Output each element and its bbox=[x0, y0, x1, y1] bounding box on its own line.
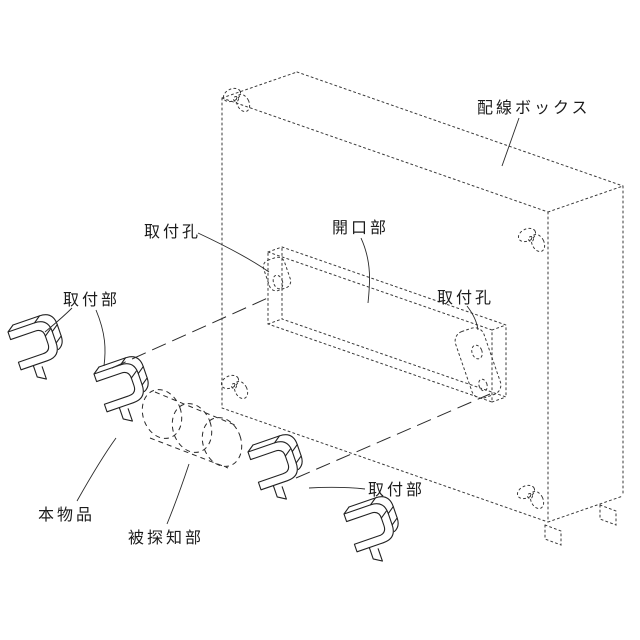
box-right-face bbox=[547, 185, 624, 523]
box-top-face bbox=[221, 71, 624, 213]
lug-top-left bbox=[222, 87, 251, 113]
mounting-hole-left-detail bbox=[262, 256, 292, 292]
lug-right-top bbox=[517, 227, 546, 253]
opening-front-rim bbox=[267, 251, 493, 403]
label-mounting-hole-left: 取付孔 bbox=[144, 222, 201, 241]
leader-wiring-box bbox=[501, 117, 520, 167]
label-mounting-part-right: 取付部 bbox=[368, 480, 425, 499]
label-detected-part: 被探知部 bbox=[128, 528, 204, 547]
box-front-face bbox=[221, 97, 549, 523]
opening-back-rim bbox=[281, 246, 507, 398]
lug-bottom-left bbox=[220, 374, 249, 400]
leader-mounting-part-right bbox=[308, 486, 366, 490]
label-mounting-hole-right: 取付孔 bbox=[437, 288, 494, 307]
leader-mounting-hole-right bbox=[466, 305, 479, 331]
box-foot-right bbox=[599, 504, 617, 526]
box-foot-left bbox=[544, 524, 562, 546]
lug-bottom-right bbox=[516, 484, 545, 510]
detected-part-coil bbox=[141, 389, 243, 469]
label-article: 本物品 bbox=[38, 505, 95, 524]
box-corner-lugs bbox=[220, 87, 617, 546]
leader-article bbox=[76, 437, 117, 502]
leader-opening bbox=[360, 237, 370, 304]
article-assembly bbox=[91, 352, 314, 507]
alignment-line-left bbox=[111, 296, 271, 369]
alignment-line-right bbox=[295, 393, 491, 479]
label-opening: 開口部 bbox=[332, 218, 389, 237]
mounting-hole-right-detail bbox=[454, 327, 502, 399]
leader-lines bbox=[44, 117, 520, 525]
label-wiring-box: 配線ボックス bbox=[477, 98, 591, 117]
leader-mounting-part-left-a bbox=[44, 307, 73, 333]
alignment-lines bbox=[111, 296, 491, 479]
leader-mounting-hole-left bbox=[197, 232, 270, 273]
mounting-part-right-clip bbox=[341, 492, 410, 569]
label-mounting-part-left: 取付部 bbox=[63, 290, 120, 309]
article-left-clip bbox=[91, 352, 160, 429]
leader-mounting-part-left-b bbox=[95, 309, 106, 367]
figure-labels: 配線ボックス 取付孔 開口部 取付孔 取付部 本物品 被探知部 取付部 bbox=[38, 98, 591, 547]
wiring-box-outline bbox=[221, 71, 624, 523]
article-right-clip bbox=[245, 430, 314, 507]
opening-depth-edges bbox=[267, 246, 507, 403]
mounting-part-left-clip bbox=[5, 310, 74, 387]
leader-detected-part bbox=[166, 463, 190, 525]
opening-outline bbox=[267, 246, 507, 403]
